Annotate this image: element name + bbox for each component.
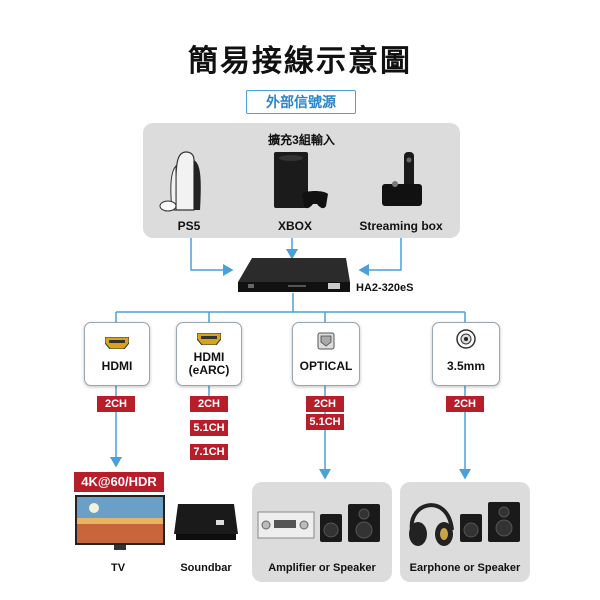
source-badge: 外部信號源 (246, 90, 356, 114)
port-hdmi-earc-label-1: HDMI (193, 350, 225, 364)
expand-inputs-label: 擴充3組輸入 (268, 133, 335, 147)
optical-port-icon (317, 332, 335, 350)
optical-tag-2ch: 2CH (306, 396, 344, 412)
output-earphone-label: Earphone or Speaker (409, 562, 521, 574)
port-3-5mm-label: 3.5mm (446, 359, 486, 373)
port-hdmi-earc-label-2: (eARC) (188, 363, 230, 377)
optical-tag-5-1ch: 5.1CH (306, 414, 344, 430)
device-model-label: HA2-320eS (356, 282, 414, 294)
tv-icon (75, 495, 165, 550)
streaming-connector (358, 238, 402, 276)
resolution-tag: 4K@60/HDR (74, 472, 164, 492)
soundbar-icon (174, 504, 238, 540)
hdmi-earc-port-icon (197, 333, 221, 345)
ps5-connector (190, 238, 234, 276)
port-hdmi-label: HDMI (101, 359, 133, 373)
earc-tag-5-1ch: 5.1CH (190, 420, 228, 436)
ps5-label: PS5 (177, 219, 201, 233)
output-tv-label: TV (110, 562, 126, 574)
hdmi-tag-2ch: 2CH (97, 396, 135, 412)
streaming-box-label: Streaming box (359, 219, 443, 233)
output-soundbar-label: Soundbar (180, 562, 232, 574)
output-amplifier-label: Amplifier or Speaker (268, 562, 376, 574)
audio-jack-icon (456, 329, 476, 349)
xbox-label: XBOX (277, 219, 312, 233)
hdmi-port-icon (105, 337, 129, 349)
port-hdmi-earc: HDMI (eARC) (176, 322, 242, 386)
port-optical: OPTICAL (292, 322, 360, 386)
earc-tag-2ch: 2CH (190, 396, 228, 412)
switch-device-icon (238, 258, 350, 292)
amplifier-speaker-icon (257, 504, 380, 542)
earphone-speaker-icon (409, 502, 520, 546)
xbox-console-icon (274, 152, 328, 209)
diagram-title: 簡易接線示意圖 (188, 45, 412, 78)
streaming-box-icon (382, 152, 422, 206)
port-hdmi: HDMI (84, 322, 150, 386)
earc-tag-7-1ch: 7.1CH (190, 444, 228, 460)
port-optical-label: OPTICAL (299, 359, 353, 373)
ps5-console-icon (159, 151, 201, 212)
jack-tag-2ch: 2CH (446, 396, 484, 412)
port-3-5mm: 3.5mm (432, 322, 500, 386)
